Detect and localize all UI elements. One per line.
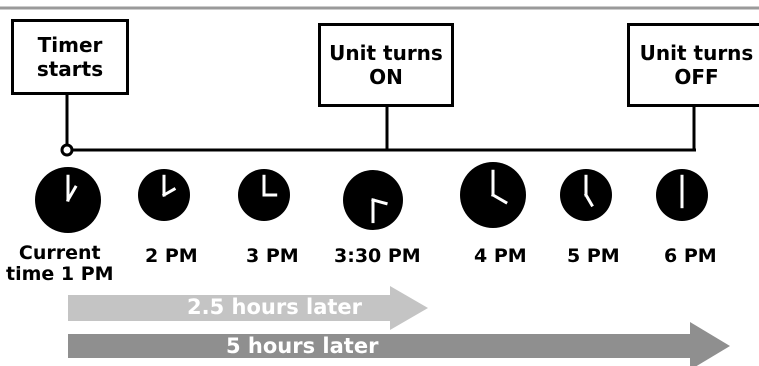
hour-hand — [65, 185, 78, 203]
unit-turns-on-box: Unit turns ON — [318, 23, 454, 107]
clock-label-6pm: 6 PM — [664, 245, 717, 267]
clock-icon — [138, 169, 190, 221]
clock-label-1pm: Current time 1 PM — [6, 242, 114, 285]
timer-starts-box: Timer starts — [11, 19, 129, 95]
clock-layer — [35, 162, 708, 233]
timer-starts-text: Timer starts — [36, 33, 104, 81]
long-arrow — [68, 322, 730, 366]
hour-hand — [583, 192, 594, 208]
unit-turns-off-box: Unit turns OFF — [627, 23, 759, 107]
long-arrow-label: 5 hours later — [226, 334, 379, 358]
short-arrow — [68, 286, 428, 330]
clock-label-5pm: 5 PM — [567, 245, 620, 267]
clock-icon — [35, 167, 101, 233]
clock-label-330pm: 3:30 PM — [334, 245, 421, 267]
hour-hand — [371, 198, 388, 206]
clock-label-4pm: 4 PM — [474, 245, 527, 267]
clock-icon — [560, 169, 612, 221]
unit-turns-on-text: Unit turns ON — [329, 41, 443, 89]
clock-label-3pm: 3 PM — [246, 245, 299, 267]
hour-hand — [161, 187, 177, 198]
clock-icon — [460, 162, 526, 228]
unit-turns-off-text: Unit turns OFF — [639, 41, 754, 89]
hour-hand — [490, 192, 508, 205]
clock-icon — [343, 170, 403, 230]
timeline-start-marker — [60, 143, 74, 157]
short-arrow-label: 2.5 hours later — [187, 295, 363, 319]
clock-icon — [656, 169, 708, 221]
clock-label-2pm: 2 PM — [145, 245, 198, 267]
clock-icon — [238, 169, 290, 221]
